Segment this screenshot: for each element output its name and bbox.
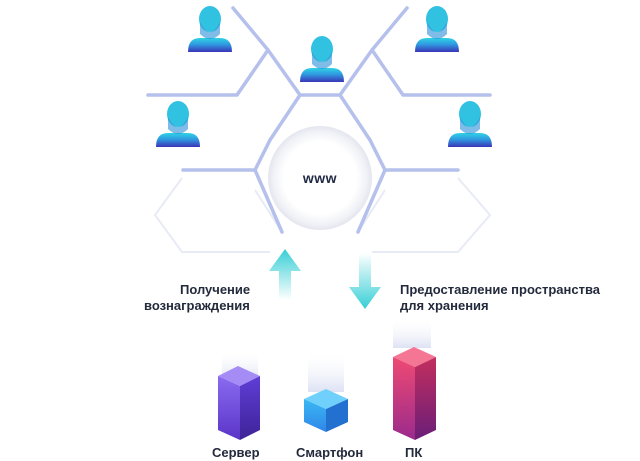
user-icon bbox=[156, 101, 200, 147]
receive-reward-line1: Получение bbox=[180, 282, 251, 297]
smartphone-label: Смартфон bbox=[296, 445, 364, 460]
arrow-up-icon bbox=[269, 249, 301, 300]
network-lines bbox=[146, 6, 492, 234]
user-icon bbox=[415, 6, 459, 52]
smartphone-trail bbox=[308, 350, 344, 392]
receive-reward-label: Получение bbox=[180, 281, 260, 298]
center-circle bbox=[268, 126, 372, 230]
user-icon bbox=[188, 6, 232, 52]
server-label: Сервер bbox=[212, 445, 260, 460]
user-icon bbox=[300, 36, 344, 82]
server-icon bbox=[218, 366, 260, 440]
pc-icon bbox=[393, 347, 436, 440]
pc-label: ПК bbox=[405, 445, 423, 460]
smartphone-icon bbox=[304, 389, 348, 432]
provide-storage-line1: Предоставление пространства bbox=[400, 282, 601, 297]
www-label: www bbox=[302, 170, 338, 186]
arrow-down-icon bbox=[349, 253, 381, 309]
receive-reward-line2: вознаграждения bbox=[144, 298, 250, 313]
pc-trail bbox=[393, 318, 431, 348]
user-icon bbox=[448, 101, 492, 147]
provide-storage-line2: для хранения bbox=[400, 298, 489, 313]
